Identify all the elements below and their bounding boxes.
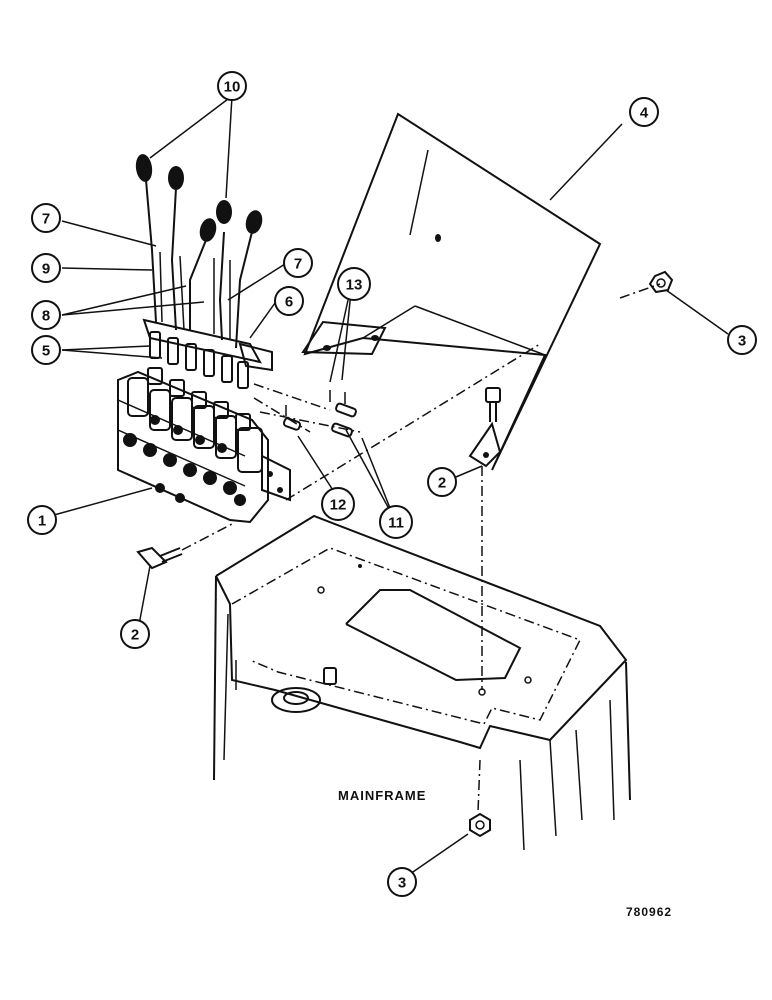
svg-text:1: 1 [38,513,46,530]
svg-text:5: 5 [42,343,50,360]
callout-1: 1 [27,505,57,535]
nut-bottom [469,812,491,838]
callout-6: 6 [274,286,304,316]
callout-12: 12 [321,487,355,521]
bolt-right [485,387,501,422]
svg-text:10: 10 [224,79,241,96]
svg-text:11: 11 [388,515,404,532]
control-levers [145,179,253,349]
callout-2-left: 2 [120,619,150,649]
callout-4: 4 [629,97,659,127]
centerline-valve-to-cover [285,343,541,501]
callout-3-top: 3 [727,325,757,355]
svg-text:2: 2 [438,475,446,492]
mainframe-label: MAINFRAME [338,788,426,803]
pins-and-clips [253,383,361,438]
callout-7-right: 7 [283,248,313,278]
callout-9: 9 [31,253,61,283]
svg-text:3: 3 [738,333,746,350]
svg-text:7: 7 [42,211,50,228]
bolt-left [136,523,233,570]
valve-ports [123,415,246,506]
nut-top [648,270,674,294]
svg-text:3: 3 [398,875,406,892]
callout-11: 11 [379,505,413,539]
svg-text:13: 13 [346,277,363,294]
valve-cover-shroud [301,112,602,471]
callout-5: 5 [31,335,61,365]
svg-text:7: 7 [294,256,302,273]
centerline-nut-bottom [477,759,481,813]
lever-knobs [135,154,263,242]
drawing-number: 780962 [626,905,672,919]
linkage-brackets [142,318,273,389]
callout-2-right: 2 [427,467,457,497]
callout-13: 13 [337,267,371,301]
callout-10: 10 [217,71,247,101]
svg-text:2: 2 [131,627,139,644]
svg-text:9: 9 [42,261,50,278]
svg-text:6: 6 [285,294,293,311]
centerline-nut-top [619,283,661,299]
svg-text:4: 4 [640,105,649,122]
spool-caps [147,367,251,431]
mainframe-plate [213,514,631,851]
svg-text:12: 12 [330,497,347,514]
leader-lines [53,95,729,875]
callout-8: 8 [31,300,61,330]
control-valve-assembly [117,367,291,524]
callout-3-bottom: 3 [387,867,417,897]
svg-text:8: 8 [42,308,50,325]
callout-7-left: 7 [31,203,61,233]
